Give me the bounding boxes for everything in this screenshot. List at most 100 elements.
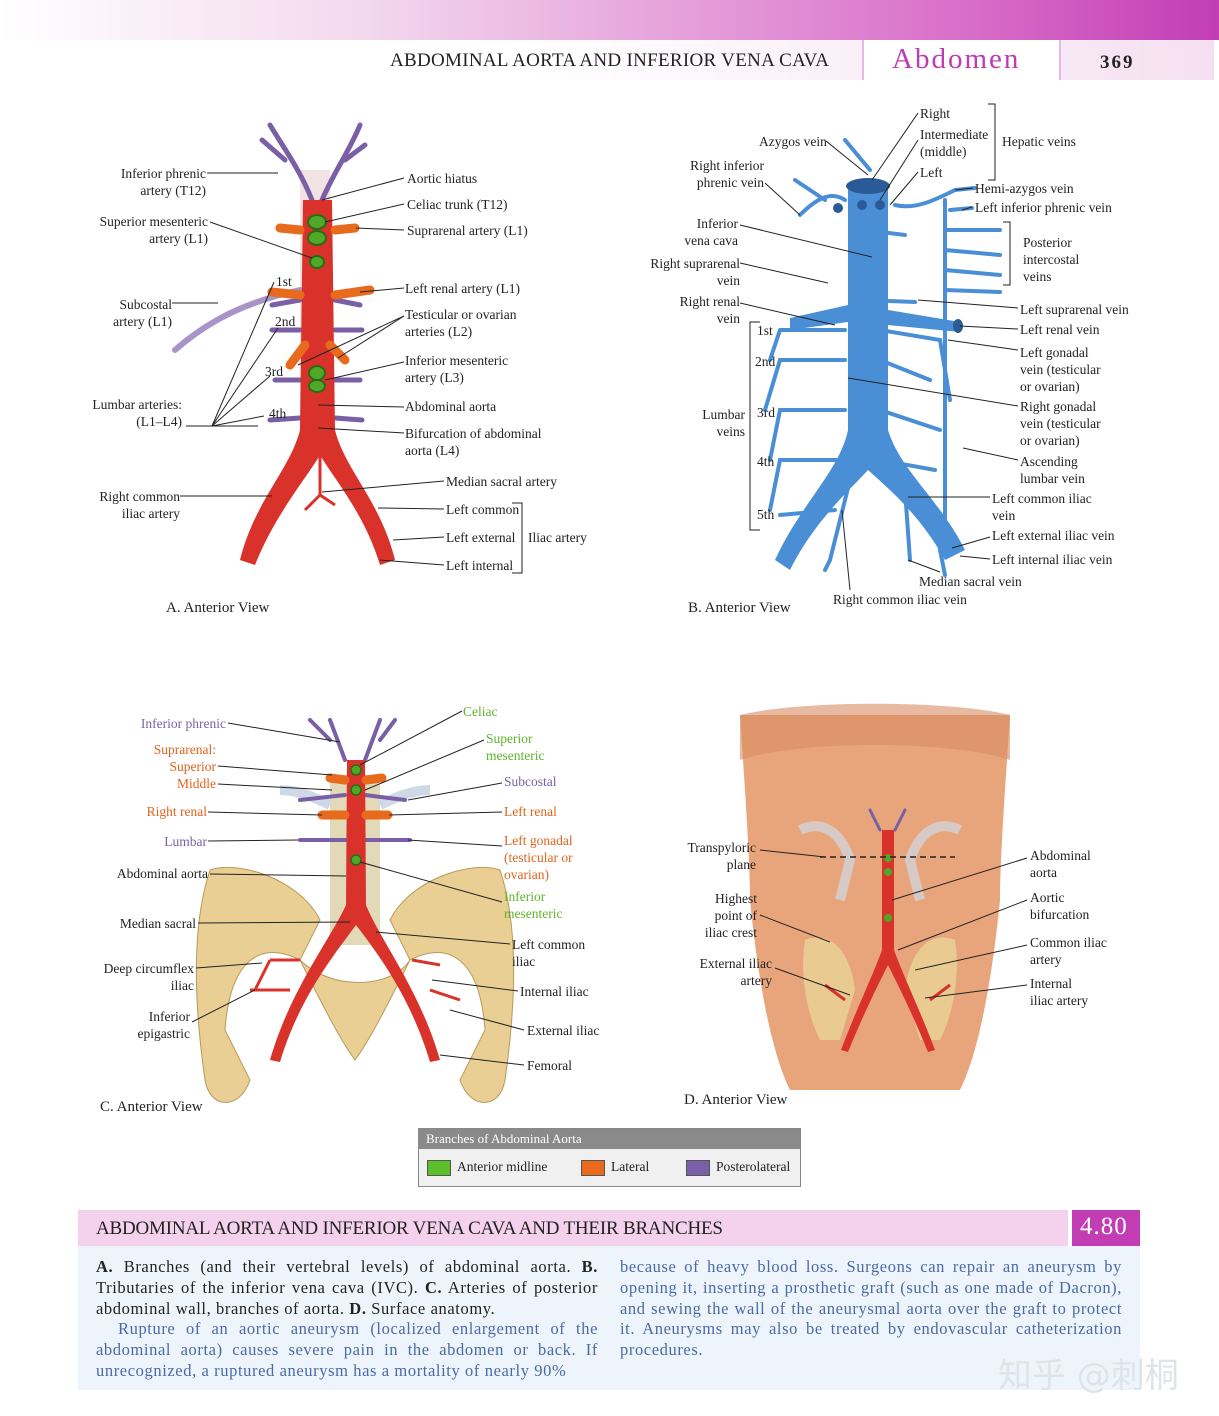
label-d-internal-iliac-artery: Internal iliac artery <box>1030 976 1089 1008</box>
label-hepatic-veins: Hepatic veins <box>1002 134 1076 149</box>
label-left-inferior-phrenic-vein: Left inferior phrenic vein <box>975 200 1112 215</box>
running-head-title: ABDOMINAL AORTA AND INFERIOR VENA CAVA <box>390 50 830 71</box>
panel-d-caption: D. Anterior View <box>684 1092 788 1108</box>
label-hepatic-left: Left <box>920 165 943 180</box>
label-median-sacral-vein: Median sacral vein <box>919 574 1022 589</box>
label-median-sacral-artery: Median sacral artery <box>446 474 557 489</box>
label-left-common-iliac: Left common <box>446 502 520 517</box>
label-vein-2nd: 2nd <box>755 354 776 369</box>
label-subcostal-artery: Subcostal artery (L1) <box>113 297 172 329</box>
label-lumbar-4th: 4th <box>269 406 287 421</box>
label-hemi-azygos-vein: Hemi-azygos vein <box>975 181 1074 196</box>
caption-part-a: Branches (and their vertebral levels) of… <box>113 1257 582 1276</box>
panel-a-illustration <box>172 122 523 574</box>
label-vein-4th: 4th <box>757 454 775 469</box>
header-gradient-bar <box>0 0 1219 40</box>
label-celiac-trunk: Celiac trunk (T12) <box>407 197 508 212</box>
label-d-common-iliac-artery: Common iliac artery <box>1030 935 1107 967</box>
label-d-aortic-bifurcation: Aortic bifurcation <box>1030 890 1090 922</box>
label-c-inferior-mesenteric: Inferior mesenteric <box>504 889 563 921</box>
label-c-left-common-iliac: Left common iliac <box>512 937 586 969</box>
label-c-right-renal: Right renal <box>146 804 207 819</box>
label-lumbar-1st: 1st <box>276 274 292 289</box>
legend-label-posterolateral: Posterolateral <box>716 1159 791 1174</box>
label-right-common-iliac-vein: Right common iliac vein <box>833 592 967 607</box>
label-c-subcostal: Subcostal <box>504 774 557 789</box>
label-azygos-vein: Azygos vein <box>759 134 827 149</box>
panel-c-caption: C. Anterior View <box>100 1099 203 1115</box>
label-hepatic-intermediate: Intermediate (middle) <box>920 127 989 159</box>
label-lumbar-2nd: 2nd <box>275 314 296 329</box>
panel-b-illustration <box>739 103 1019 591</box>
label-left-suprarenal-vein: Left suprarenal vein <box>1020 302 1129 317</box>
caption-part-d-marker: D. <box>349 1298 367 1318</box>
panel-d-illustration <box>740 703 1028 1090</box>
label-inferior-mesenteric-artery: Inferior mesenteric artery (L3) <box>405 353 509 385</box>
label-right-gonadal-vein: Right gonadal vein (testicular or ovaria… <box>1020 399 1101 448</box>
label-ascending-lumbar-vein: Ascending lumbar vein <box>1020 454 1085 486</box>
legend-label-lateral: Lateral <box>611 1159 650 1174</box>
label-c-internal-iliac: Internal iliac <box>520 984 589 999</box>
section-name: Abdomen <box>892 43 1021 75</box>
legend-swatch-lateral <box>581 1160 605 1176</box>
label-vein-5th: 5th <box>757 507 775 522</box>
page-number: 369 <box>1100 52 1135 73</box>
label-inferior-phrenic-artery: Inferior phrenic artery (T12) <box>120 166 206 198</box>
label-left-common-iliac-vein: Left common iliac vein <box>992 491 1092 523</box>
label-left-gonadal-vein: Left gonadal vein (testicular or ovarian… <box>1020 345 1101 394</box>
panel-b-caption: B. Anterior View <box>688 600 791 616</box>
caption-part-c: Arteries of posterior abdominal wall, br… <box>96 1277 598 1318</box>
label-c-external-iliac: External iliac <box>527 1023 600 1038</box>
caption-part-a-marker: A. <box>96 1257 114 1276</box>
section-tab <box>862 40 1061 80</box>
label-lumbar-veins: Lumbar veins <box>702 407 745 439</box>
label-right-renal-vein: Right renal vein <box>679 294 740 326</box>
label-testicular-ovarian-arteries: Testicular or ovarian arteries (L2) <box>405 307 517 339</box>
caption-part-d: Surface anatomy. <box>366 1298 496 1318</box>
label-c-inferior-epigastric: Inferior epigastric <box>137 1009 190 1041</box>
label-left-internal-iliac-vein: Left internal iliac vein <box>992 552 1113 567</box>
label-c-deep-circumflex-iliac: Deep circumflex iliac <box>103 961 194 993</box>
label-c-superior-mesenteric: Superior mesenteric <box>486 731 545 763</box>
label-vein-3rd: 3rd <box>757 405 775 420</box>
figure-number: 4.80 <box>1080 1213 1128 1240</box>
legend-swatch-anterior <box>427 1160 451 1176</box>
figure-number-box <box>1072 1210 1140 1246</box>
label-superior-mesenteric-artery: Superior mesenteric artery (L1) <box>99 214 208 246</box>
legend-title: Branches of Abdominal Aorta <box>419 1129 800 1149</box>
label-inferior-vena-cava: Inferior vena cava <box>684 216 738 248</box>
label-iliac-artery: Iliac artery <box>528 530 587 545</box>
color-legend: Branches of Abdominal Aorta Anterior mid… <box>418 1128 801 1187</box>
label-c-inferior-phrenic: Inferior phrenic <box>140 716 226 731</box>
label-vein-1st: 1st <box>757 323 773 338</box>
label-abdominal-aorta: Abdominal aorta <box>405 399 497 414</box>
label-lumbar-3rd: 3rd <box>265 364 283 379</box>
caption-paragraph-1: A. Branches (and their vertebral levels)… <box>96 1257 598 1319</box>
caption-text-panel <box>78 1246 1140 1390</box>
label-d-abdominal-aorta: Abdominal aorta <box>1030 848 1091 880</box>
label-bifurcation: Bifurcation of abdominal aorta (L4) <box>405 426 542 458</box>
label-d-transpyloric-plane: Transpyloric plane <box>687 840 756 872</box>
label-d-highest-point-iliac-crest: Highest point of iliac crest <box>704 891 757 940</box>
figure-title-band <box>78 1210 1068 1246</box>
label-aortic-hiatus: Aortic hiatus <box>407 171 478 186</box>
label-right-suprarenal-vein: Right suprarenal vein <box>650 256 740 288</box>
label-d-external-iliac-artery: External iliac artery <box>699 956 772 988</box>
label-c-left-renal: Left renal <box>504 804 557 819</box>
label-posterior-intercostal-veins: Posterior intercostal veins <box>1023 235 1080 284</box>
caption-paragraph-3: because of heavy blood loss. Surgeons ca… <box>620 1257 1122 1360</box>
figure-title: ABDOMINAL AORTA AND INFERIOR VENA CAVA A… <box>96 1218 723 1239</box>
label-left-internal-iliac: Left internal <box>446 558 514 573</box>
label-c-femoral: Femoral <box>527 1058 572 1073</box>
legend-swatch-posterolateral <box>686 1160 710 1176</box>
caption-part-b-marker: B. <box>581 1257 598 1276</box>
label-c-lumbar: Lumbar <box>164 834 207 849</box>
label-suprarenal-artery: Suprarenal artery (L1) <box>407 223 528 238</box>
legend-label-anterior: Anterior midline <box>457 1159 548 1174</box>
label-c-abdominal-aorta: Abdominal aorta <box>116 866 208 881</box>
label-right-common-iliac-artery: Right common iliac artery <box>99 489 180 521</box>
panel-a-caption: A. Anterior View <box>166 600 270 616</box>
label-left-external-iliac: Left external <box>446 530 516 545</box>
label-right-inferior-phrenic-vein: Right inferior phrenic vein <box>690 158 764 190</box>
